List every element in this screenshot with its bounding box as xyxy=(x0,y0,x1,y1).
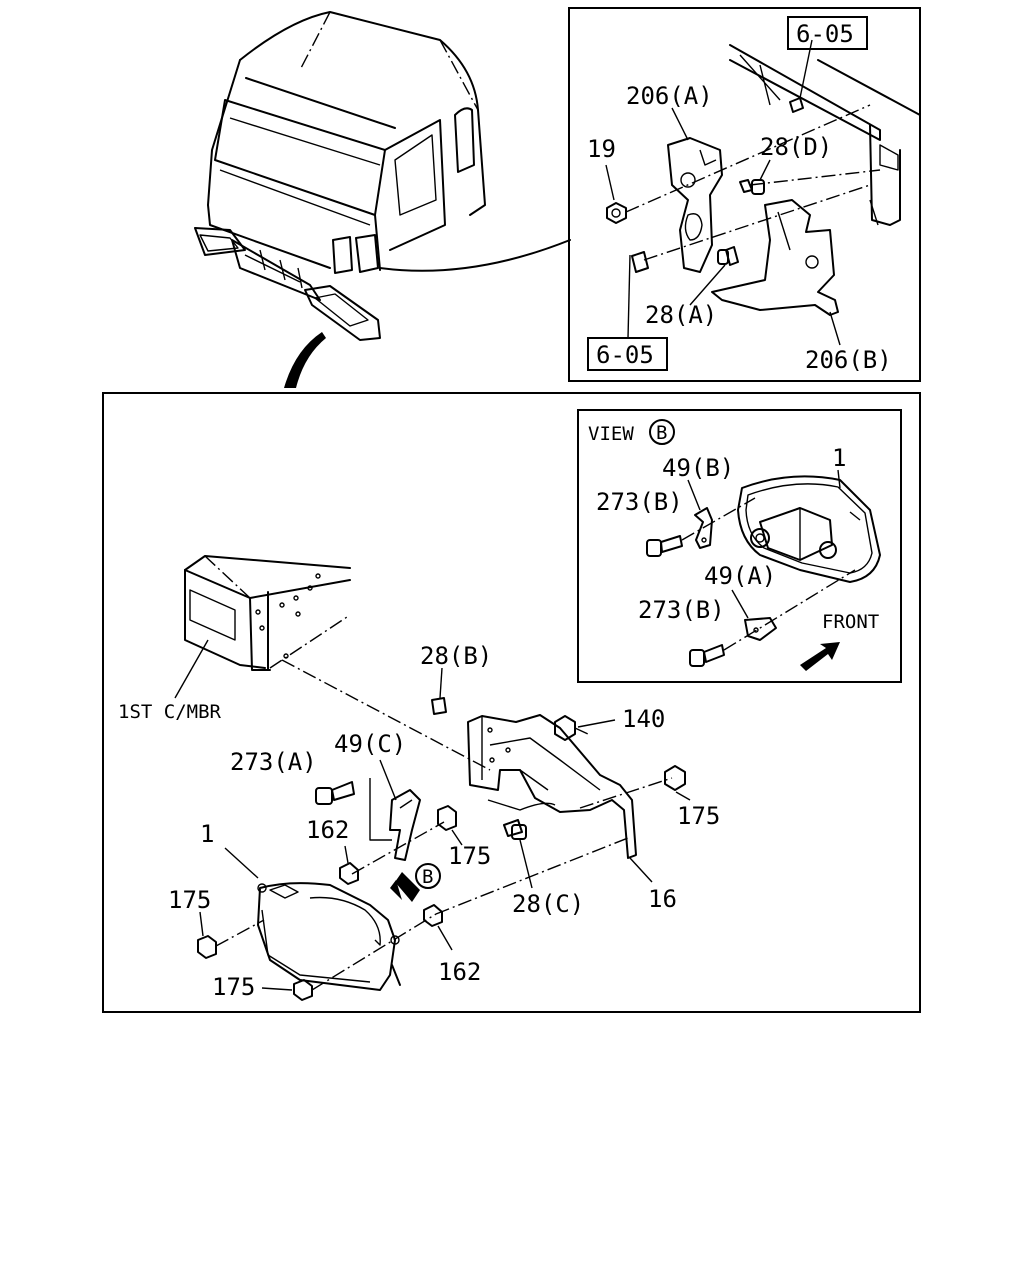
callout-175-mid: 175 xyxy=(448,842,491,870)
view-b-lamp-drawing xyxy=(646,469,881,671)
truck-cab-illustration xyxy=(194,11,571,388)
view-b-letter: B xyxy=(656,422,667,444)
view-b-label: VIEW xyxy=(588,423,634,445)
callout-162-lower: 162 xyxy=(438,958,481,986)
ref-box-top xyxy=(787,16,868,50)
callout-1st-cmbr: 1ST C/MBR xyxy=(118,701,222,723)
callout-16: 16 xyxy=(648,885,677,913)
callout-175-bottom: 175 xyxy=(212,973,255,1001)
view-b-circle xyxy=(649,419,675,445)
ref-6-05-bottom: 6-05 xyxy=(596,341,654,369)
ref-6-05-top: 6-05 xyxy=(796,20,854,48)
main-detail-box xyxy=(102,392,921,1013)
callout-206b: 206(B) xyxy=(805,346,892,374)
callout-19: 19 xyxy=(587,135,616,163)
callout-28d: 28(D) xyxy=(760,133,832,161)
view-b-box xyxy=(577,409,902,683)
callout-49b: 49(B) xyxy=(662,454,734,482)
ref-box-bottom xyxy=(587,337,668,371)
callout-273a: 273(A) xyxy=(230,748,317,776)
callout-28c: 28(C) xyxy=(512,890,584,918)
b-view-marker-letter: B xyxy=(422,866,433,888)
callout-28b: 28(B) xyxy=(420,642,492,670)
callout-28a: 28(A) xyxy=(645,301,717,329)
callout-273b-upper: 273(B) xyxy=(596,488,683,516)
front-label: FRONT xyxy=(822,611,879,633)
callout-175-right: 175 xyxy=(677,802,720,830)
callout-175-left: 175 xyxy=(168,886,211,914)
callout-1-view: 1 xyxy=(832,444,846,472)
callout-206a: 206(A) xyxy=(626,82,713,110)
callout-49a: 49(A) xyxy=(704,562,776,590)
callout-140: 140 xyxy=(622,705,665,733)
bracket-detail-drawing xyxy=(605,39,921,346)
fog-lamp-assembly-drawing xyxy=(174,555,691,1001)
detail-box-bracket xyxy=(568,7,921,382)
callout-49c: 49(C) xyxy=(334,730,406,758)
callout-162-upper: 162 xyxy=(306,816,349,844)
callout-273b-lower: 273(B) xyxy=(638,596,725,624)
b-view-marker-circle xyxy=(415,863,441,889)
callout-1-main: 1 xyxy=(200,820,214,848)
